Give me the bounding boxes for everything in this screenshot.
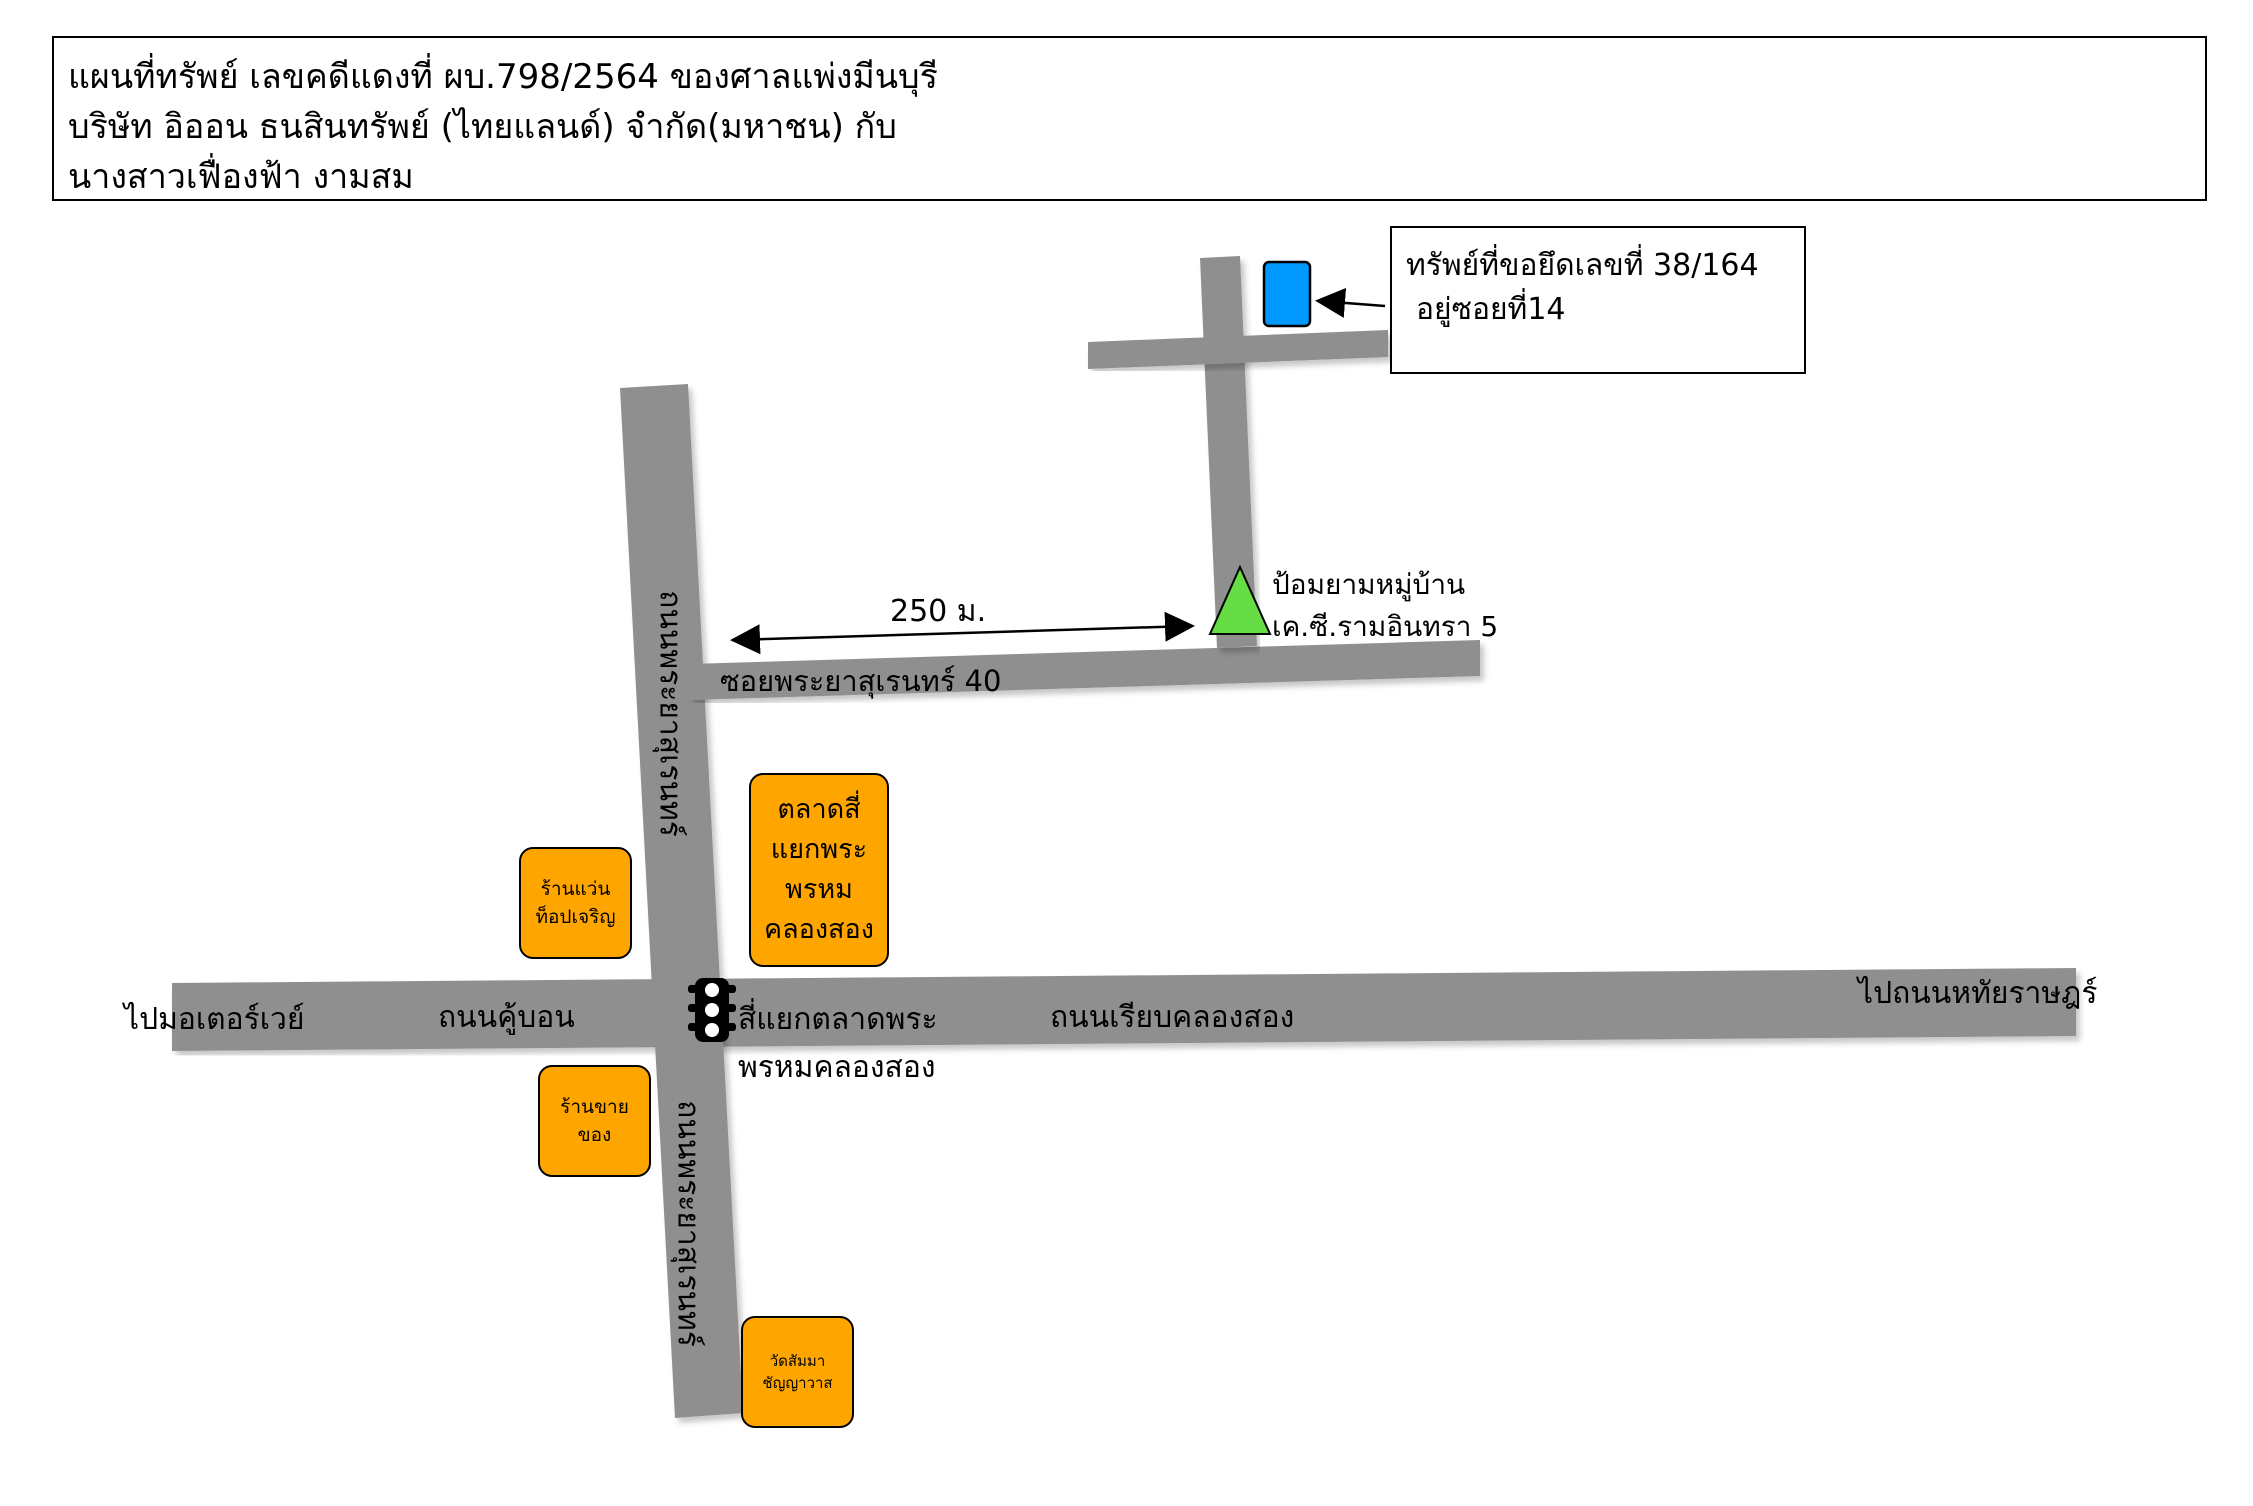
map-title-box: แผนที่ทรัพย์ เลขคดีแดงที่ ผบ.798/2564 ขอ… xyxy=(52,36,2207,201)
market-line-2: แยกพระ xyxy=(770,834,868,865)
title-line-1: แผนที่ทรัพย์ เลขคดีแดงที่ ผบ.798/2564 ขอ… xyxy=(68,57,938,97)
market-line-3: พรหม xyxy=(785,874,853,905)
temple-line-1: วัดสัมมา xyxy=(769,1352,826,1370)
guard-post-line-1: ป้อมยามหมู่บ้าน xyxy=(1272,568,1466,601)
landmark-market: ตลาดสี่ แยกพระ พรหม คลองสอง xyxy=(749,773,889,967)
traffic-light-icon xyxy=(688,978,736,1042)
guard-post-label: ป้อมยามหมู่บ้าน เค.ซี.รามอินทรา 5 xyxy=(1272,564,1498,648)
road-label-east: ถนนเรียบคลองสอง xyxy=(1050,1000,1295,1035)
glasses-shop-line-1: ร้านแว่น xyxy=(540,878,611,900)
distance-arrow xyxy=(730,611,1195,655)
grocery-line-2: ของ xyxy=(577,1124,612,1146)
road-north-south xyxy=(620,384,743,1418)
direction-east-label: ไปถนนหทัยราษฎร์ xyxy=(1858,976,2098,1011)
road-soi-40 xyxy=(690,640,1480,700)
road-label-north-south-lower: ถนนพระยาสุเรนทร์ xyxy=(670,1100,706,1347)
road-label-west: ถนนคู้บอน xyxy=(438,1000,575,1035)
property-callout-line-2: อยู่ซอยที่14 xyxy=(1416,292,1566,327)
property-callout-line-1: ทรัพย์ที่ขอยึดเลขที่ 38/164 xyxy=(1406,248,1759,283)
landmark-grocery-shop: ร้านขาย ของ xyxy=(538,1065,651,1177)
glasses-shop-line-2: ท็อปเจริญ xyxy=(535,906,616,928)
road-soi-14 xyxy=(1088,330,1388,369)
landmark-temple: วัดสัมมา ชัญญาวาส xyxy=(741,1316,854,1428)
road-label-north-south-upper: ถนนพระยาสุเรนทร์ xyxy=(652,590,688,837)
intersection-line-2: พรหมคลองสอง xyxy=(738,1050,936,1085)
temple-line-2: ชัญญาวาส xyxy=(762,1374,833,1392)
intersection-label: สี่แยกตลาดพระ พรหมคลองสอง xyxy=(738,996,938,1092)
landmark-glasses-shop: ร้านแว่น ท็อปเจริญ xyxy=(519,847,632,959)
distance-label: 250 ม. xyxy=(890,594,987,629)
guard-post-line-2: เค.ซี.รามอินทรา 5 xyxy=(1272,610,1499,643)
guard-post-triangle-icon xyxy=(1208,564,1272,635)
grocery-line-1: ร้านขาย xyxy=(560,1096,629,1118)
market-line-1: ตลาดสี่ xyxy=(777,794,861,825)
property-callout: ทรัพย์ที่ขอยึดเลขที่ 38/164 อยู่ซอยที่14 xyxy=(1390,226,1806,374)
title-line-3: นางสาวเฟื่องฟ้า งามสม xyxy=(68,157,414,197)
road-east-west xyxy=(172,968,2076,1051)
soi-40-label: ซอยพระยาสุเรนทร์ 40 xyxy=(720,664,1002,698)
title-line-2: บริษัท อิออน ธนสินทรัพย์ (ไทยแลนด์) จำกั… xyxy=(68,107,897,147)
direction-west-label: ไปมอเตอร์เวย์ xyxy=(124,1002,305,1037)
intersection-line-1: สี่แยกตลาดพระ xyxy=(738,1002,938,1037)
market-line-4: คลองสอง xyxy=(764,914,874,945)
property-marker-icon xyxy=(1262,260,1312,328)
arrow-left-icon xyxy=(1315,287,1386,318)
